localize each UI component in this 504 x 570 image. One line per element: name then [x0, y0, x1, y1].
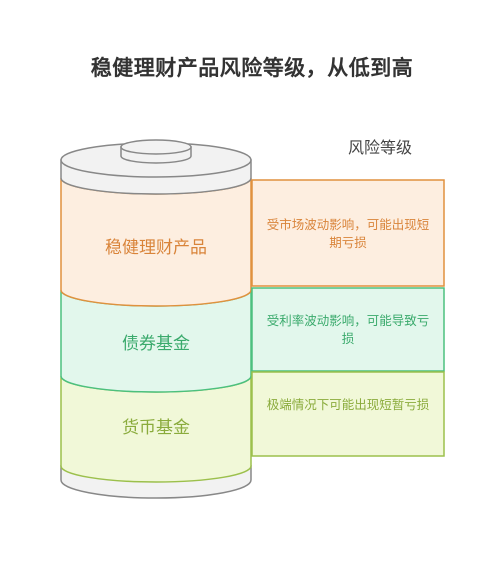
description-box-bond-fund	[251, 287, 445, 372]
description-bond-fund: 受利率波动影响，可能导致亏损	[266, 313, 430, 346]
risk-level-heading: 风险等级	[347, 138, 412, 157]
segment-label-money-fund: 货币基金	[122, 418, 190, 438]
diagram-title: 稳健理财产品风险等级，从低到高	[90, 56, 414, 80]
description-money-fund: 极端情况下可能出现短暂亏损	[266, 397, 430, 412]
cylinder-terminal-top	[120, 139, 192, 155]
description-box-stable-product	[251, 179, 445, 287]
description-stable-product: 受市场波动影响，可能出现短期亏损	[266, 217, 430, 250]
segment-label-stable-product: 稳健理财产品	[105, 238, 207, 258]
description-box-money-fund	[251, 371, 445, 457]
segment-label-bond-fund: 债券基金	[122, 334, 190, 354]
